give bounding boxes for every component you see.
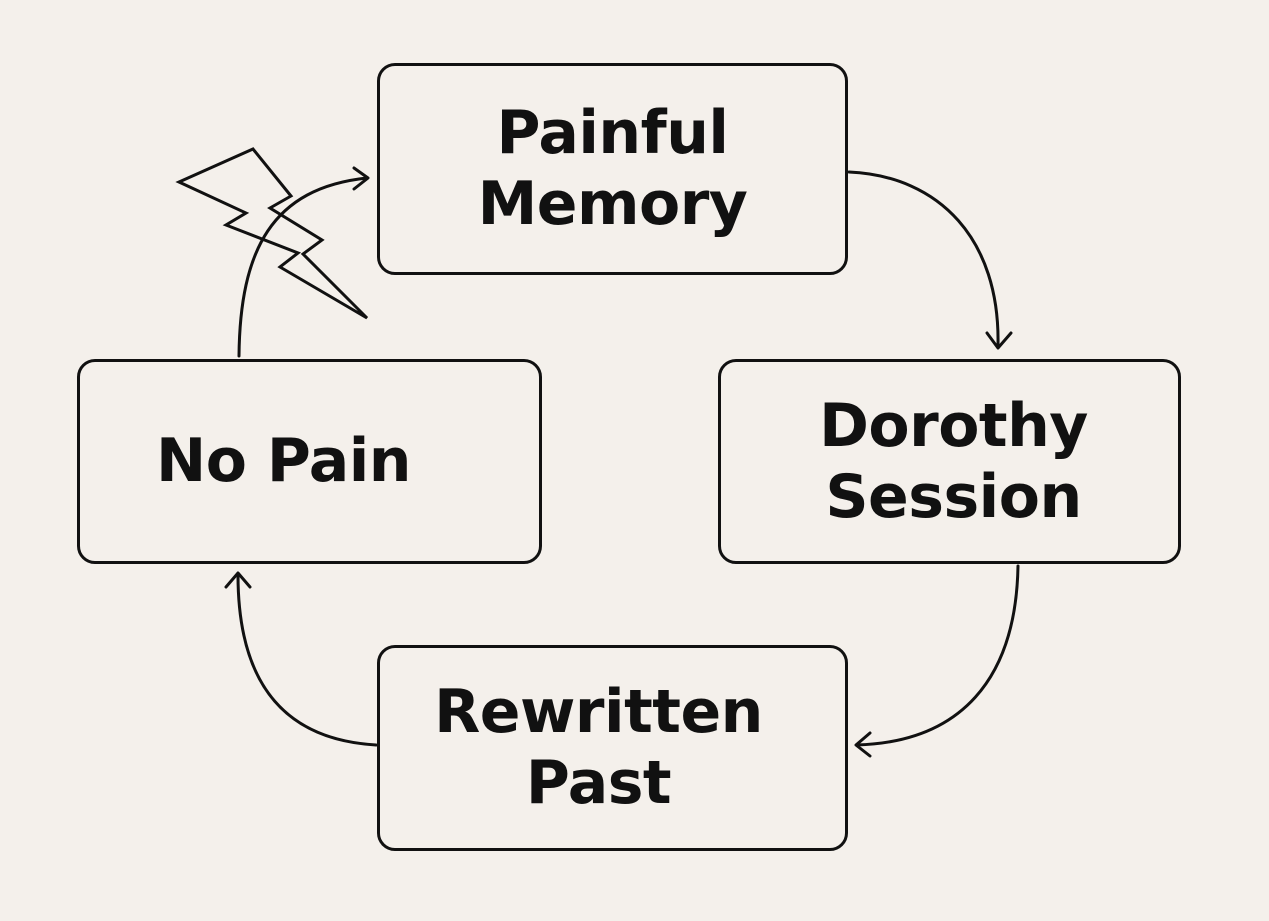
rewritten-past-label: Rewritten Past	[434, 677, 763, 818]
painful-memory-node: Painful Memory	[377, 63, 848, 275]
edge-dorothy-to-rewritten	[855, 564, 1020, 747]
lightning-bolt-icon	[175, 147, 369, 320]
dorothy-session-label: Dorothy Session	[819, 390, 1088, 532]
edge-painful-to-dorothy	[847, 170, 1000, 347]
no-pain-node: No Pain	[77, 359, 542, 564]
arrowhead-nopain	[224, 571, 252, 589]
edge-nopain-to-painful	[237, 176, 369, 358]
painful-memory-label: Painful Memory	[477, 98, 748, 239]
dorothy-session-node: Dorothy Session	[718, 359, 1181, 564]
arrowhead-rewritten	[854, 731, 872, 758]
arrowhead-dorothy	[985, 331, 1013, 350]
rewritten-past-node: Rewritten Past	[377, 645, 848, 851]
arrowhead-painful	[352, 166, 370, 191]
no-pain-label: No Pain	[156, 426, 411, 497]
edge-rewritten-to-nopain	[236, 573, 378, 747]
